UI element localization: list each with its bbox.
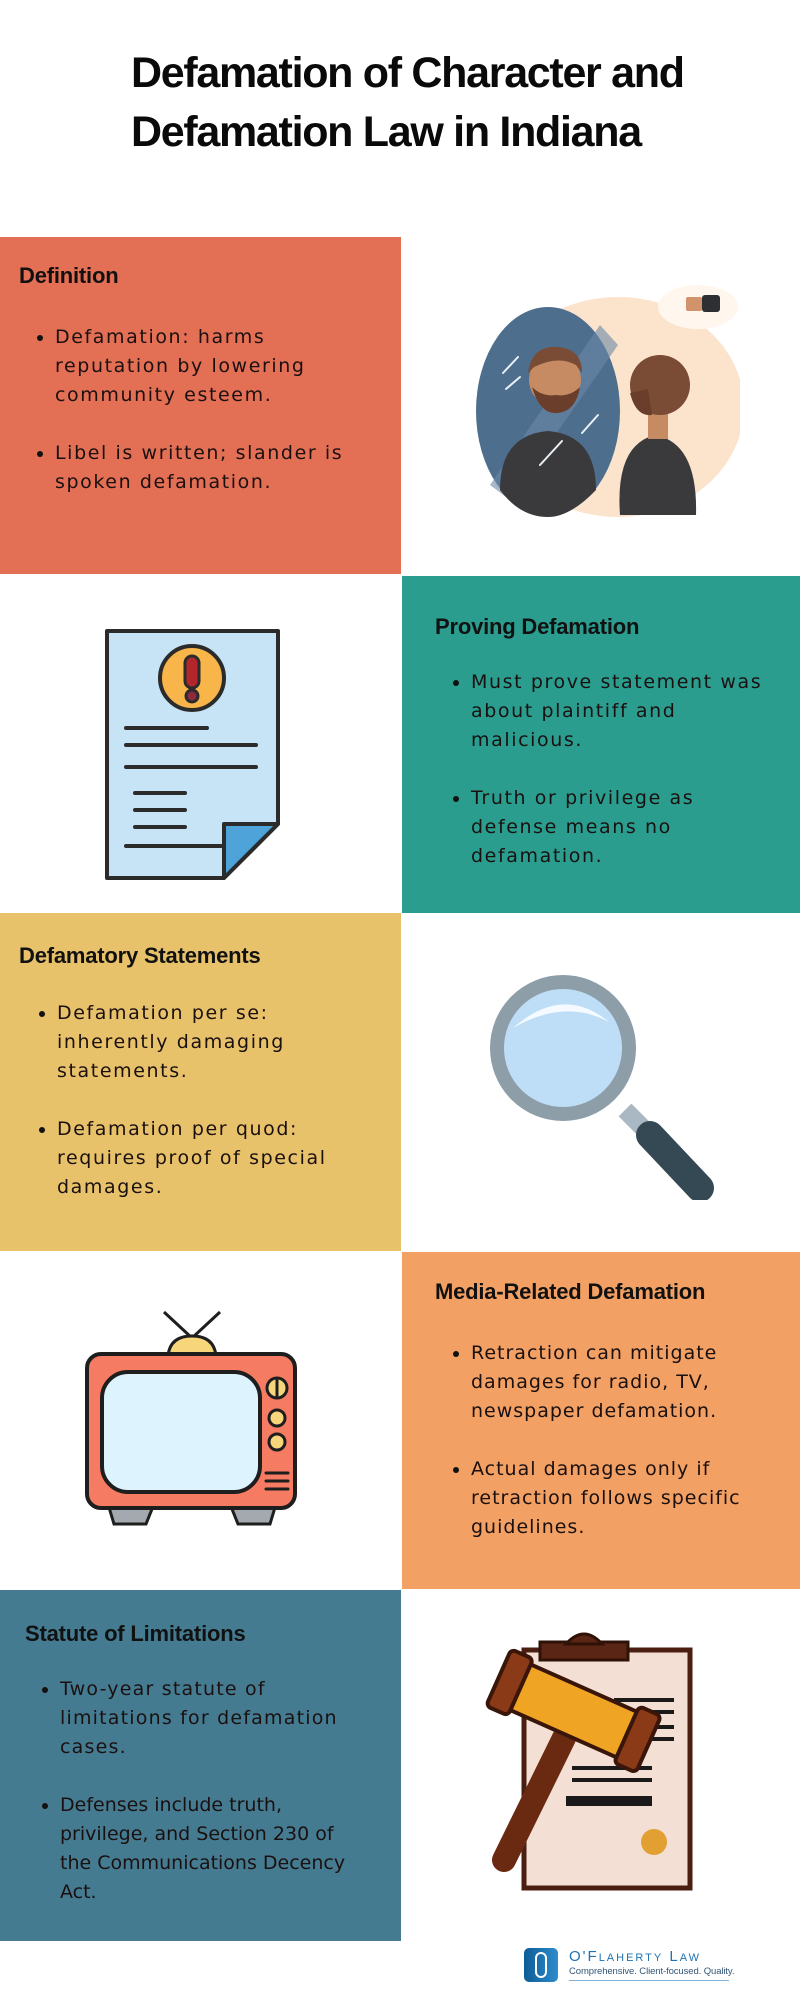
logo-underline — [569, 1980, 729, 1981]
bullet-item: Defamation per quod: requires proof of s… — [39, 1115, 357, 1202]
bullet-item: Defenses include truth, privilege, and S… — [42, 1791, 360, 1907]
bullet-item: Libel is written; slander is spoken defa… — [37, 439, 355, 497]
television-icon — [85, 1310, 297, 1526]
bullet-item: Retraction can mitigate damages for radi… — [453, 1339, 781, 1426]
defamatory-statements-section: Defamatory Statements Defamation per se:… — [0, 913, 401, 1251]
law-firm-logo: O'Flaherty Law Comprehensive. Client-foc… — [524, 1946, 735, 1986]
section-heading: Statute of Limitations — [25, 1621, 246, 1646]
bullet-item: Two-year statute of limitations for defa… — [42, 1675, 360, 1762]
bullet-item: Defamation: harms reputation by lowering… — [37, 323, 355, 410]
page-title: Defamation of Character and Defamation L… — [131, 44, 751, 162]
bullet-item: Truth or privilege as defense means no d… — [453, 784, 771, 871]
title-line-2: Defamation Law in Indiana — [131, 108, 642, 156]
section-heading: Defamatory Statements — [19, 943, 261, 968]
media-defamation-section: Media-Related Defamation Retraction can … — [402, 1252, 800, 1589]
bullet-list: Defamation per se: inherently damaging s… — [39, 999, 357, 1202]
logo-name: O'Flaherty Law — [569, 1948, 702, 1965]
document-warning-icon — [105, 629, 280, 880]
bullet-item: Must prove statement was about plaintiff… — [453, 668, 771, 755]
definition-section: Definition Defamation: harms reputation … — [0, 237, 401, 574]
section-heading: Proving Defamation — [435, 614, 640, 639]
gavel-clipboard-icon — [485, 1632, 693, 1891]
title-line-1: Defamation of Character and — [131, 49, 685, 97]
bullet-list: Defamation: harms reputation by lowering… — [37, 323, 355, 497]
proving-defamation-section: Proving Defamation Must prove statement … — [402, 576, 800, 913]
section-heading: Definition — [19, 263, 119, 288]
logo-o-icon — [524, 1948, 558, 1982]
logo-tagline: Comprehensive. Client-focused. Quality. — [569, 1966, 735, 1977]
bullet-item: Defamation per se: inherently damaging s… — [39, 999, 357, 1086]
bullet-list: Must prove statement was about plaintiff… — [453, 668, 771, 871]
man-mirror-illustration — [476, 285, 740, 517]
statute-of-limitations-section: Statute of Limitations Two-year statute … — [0, 1590, 401, 1941]
bullet-item: Actual damages only if retraction follow… — [453, 1455, 781, 1542]
magnifying-glass-icon — [490, 975, 714, 1200]
section-heading: Media-Related Defamation — [435, 1279, 706, 1304]
bullet-list: Two-year statute of limitations for defa… — [42, 1675, 360, 1907]
bullet-list: Retraction can mitigate damages for radi… — [453, 1339, 781, 1542]
